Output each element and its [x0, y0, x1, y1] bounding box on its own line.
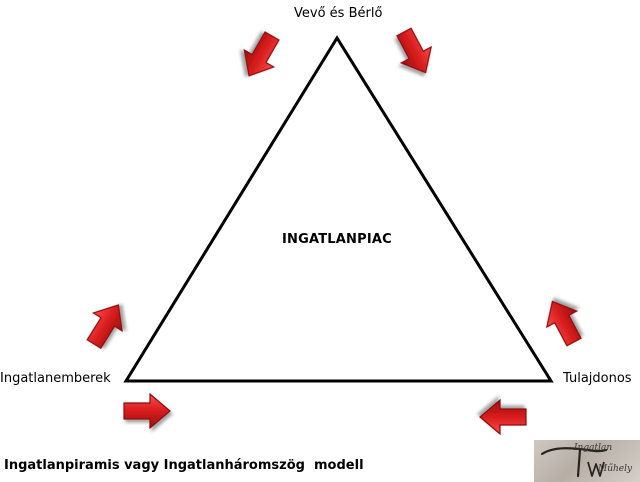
arrow-top-left-icon: [234, 28, 286, 85]
logo-text-top: Ingatlan: [574, 443, 613, 453]
vertex-label-owner: Tulajdonos: [563, 371, 632, 386]
arrow-top-right-icon: [389, 24, 441, 81]
vertex-label-buyer-tenant: Vevő és Bérlő: [294, 6, 383, 21]
ingatlan-muhely-logo: Ingatlan Műhely: [534, 440, 640, 482]
diagram-caption: Ingatlanpiramis vagy Ingatlanháromszög m…: [4, 458, 364, 473]
center-label: INGATLANPIAC: [282, 232, 392, 247]
logo-mark-icon: [540, 447, 608, 478]
arrow-left-up-icon: [80, 296, 133, 353]
arrow-bottom-left-icon: [124, 394, 170, 428]
market-triangle: [123, 35, 554, 383]
vertex-label-agents: Ingatlanemberek: [0, 371, 111, 386]
arrow-right-up-icon: [537, 293, 589, 350]
logo-text-bottom: Műhely: [598, 464, 633, 474]
arrow-bottom-right-icon: [480, 400, 526, 434]
